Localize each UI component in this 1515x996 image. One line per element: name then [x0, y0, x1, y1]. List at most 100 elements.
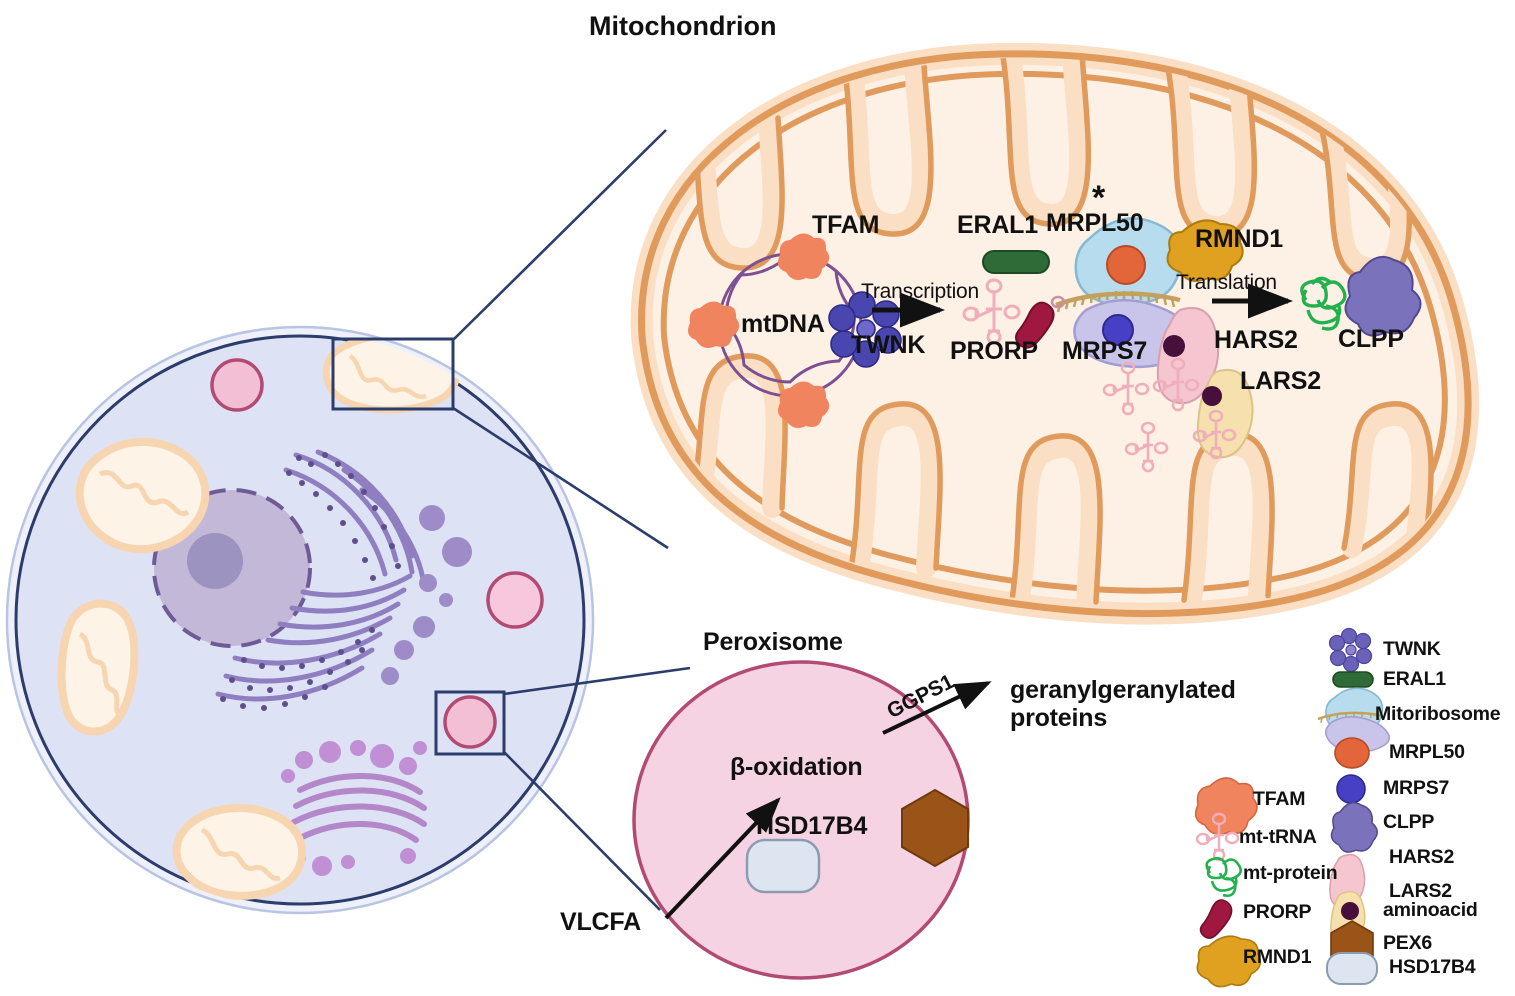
legend-icon-prorp	[1199, 899, 1233, 939]
tfam-blob	[688, 301, 740, 348]
eral1-shape	[982, 250, 1050, 274]
mito-cristae-fill	[690, 57, 1432, 608]
legend-icon-mt-protein	[1205, 857, 1243, 898]
ggps1-arrow	[882, 681, 992, 735]
legend-label-mt-trna: mt-tRNA	[1239, 826, 1317, 848]
peroxisome-shape	[443, 695, 497, 749]
mrna-loop	[1050, 295, 1066, 309]
peroxisome-shape	[486, 571, 544, 629]
legend-icon-mrpl50	[1334, 737, 1370, 769]
vlcfa-label: VLCFA	[560, 908, 641, 936]
cristae	[200, 827, 281, 882]
legend-icon-mt-trna	[1195, 812, 1240, 862]
aminoacid-dot	[1202, 386, 1222, 406]
legend-icon-twnk	[1328, 627, 1373, 673]
cristae	[98, 470, 190, 517]
rmnd1-label: RMND1	[1195, 225, 1283, 253]
legend-icon-hsd17b4	[1326, 952, 1378, 985]
tfam-blob	[778, 233, 830, 280]
mrpl50-label: MRPL50	[1046, 209, 1144, 237]
legend-label-hars2: HARS2	[1389, 846, 1455, 868]
free-mt-trna	[1102, 361, 1150, 416]
legend-label-mt-protein: mt-protein	[1243, 862, 1338, 884]
mt-protein-shape	[1300, 276, 1347, 331]
hsd17b4-label: HSD17B4	[756, 812, 868, 840]
rough-endoplasmic-reticulum	[215, 449, 427, 702]
pex6-shape	[901, 788, 969, 868]
peroxisome-callout-box[interactable]	[434, 690, 506, 756]
peroxisome-title: Peroxisome	[703, 628, 843, 656]
prorp-label: PRORP	[950, 337, 1038, 365]
tfam-label: TFAM	[812, 211, 880, 239]
mrpl50-shape	[1106, 245, 1146, 285]
mito-inner-membrane-line	[660, 70, 1448, 594]
mrps7-shape	[1102, 314, 1134, 346]
cell-mitochondria	[57, 332, 461, 900]
mito-outer-membrane-line	[638, 50, 1472, 618]
ribosome-dots	[220, 452, 401, 711]
cristae	[78, 631, 122, 717]
free-mt-trna-group	[1102, 361, 1169, 473]
mtdna-complex	[688, 233, 902, 428]
callout-line-perox-top	[503, 666, 691, 696]
legend-icon-clpp	[1330, 801, 1378, 853]
geranylgeranylated-proteins-label: geranylgeranylated proteins	[1010, 676, 1236, 732]
legend-icon-rmnd1	[1196, 935, 1262, 988]
mitochondrion-shape	[172, 804, 306, 900]
legend-label-mitoribosome: Mitoribosome	[1375, 703, 1501, 725]
cell-peroxisomes	[210, 358, 544, 749]
vlcfa-arrow	[664, 797, 781, 920]
callout-lines	[452, 129, 691, 911]
callout-line-mito-top	[452, 129, 667, 341]
clpp-shape	[1344, 256, 1422, 337]
mt-trna-prorp	[962, 278, 1021, 345]
transcription-label: Transcription	[861, 280, 979, 303]
legend-label-pex6: PEX6	[1383, 932, 1433, 954]
legend-icon-tfam	[1194, 777, 1258, 836]
legend-icon-mitoribosome	[1317, 687, 1391, 753]
cell-contents	[57, 332, 544, 900]
clpp-label: CLPP	[1338, 325, 1404, 353]
tfam-blob	[778, 381, 830, 428]
golgi-apparatus	[291, 773, 427, 843]
er-vesicles	[381, 505, 472, 685]
prorp-shape	[1015, 301, 1055, 349]
legend-label-hsd17b4: HSD17B4	[1389, 956, 1476, 978]
tfam-blobs	[688, 233, 830, 428]
legend-label-eral1: ERAL1	[1383, 668, 1446, 690]
peroxisome-enlarged	[632, 660, 992, 980]
legend-label-rmnd1: RMND1	[1243, 946, 1312, 968]
golgi-vesicles	[276, 740, 427, 876]
callout-line-mito-bottom	[452, 406, 669, 550]
callout-line-perox-bottom	[503, 751, 661, 911]
legend-icon-eral1	[1332, 671, 1374, 688]
legend-label-clpp: CLPP	[1383, 811, 1435, 833]
legend-label-lars2: LARS2	[1389, 880, 1452, 902]
legend-icon-aminoacid	[1341, 902, 1359, 920]
free-mt-trna	[1124, 421, 1169, 473]
hars2-label: HARS2	[1214, 326, 1298, 354]
legend-icon-mrps7	[1336, 774, 1366, 804]
rmnd1-shape	[1166, 219, 1244, 282]
mt-trna-lars2	[1192, 409, 1237, 460]
legend-icons	[1194, 627, 1391, 988]
twnk-label: TWNK	[851, 331, 926, 359]
mitochondrion-shape	[57, 599, 139, 736]
mitochondrion-title: Mitochondrion	[589, 11, 777, 41]
mrpl50-asterisk: *	[1092, 179, 1106, 217]
mtdna-label: mtDNA	[741, 310, 825, 338]
translation-label: Translation	[1176, 271, 1277, 294]
peroxisome-shape	[210, 358, 264, 412]
mitochondrion-callout-box[interactable]	[331, 337, 455, 411]
hsd17b4-shape	[745, 838, 821, 894]
nucleolus	[187, 533, 243, 589]
beta-oxidation-label: β-oxidation	[730, 753, 863, 781]
mitochondrion-enlarged	[630, 42, 1479, 625]
legend-label-prorp: PRORP	[1243, 901, 1312, 923]
legend-label-aminoacid: aminoacid	[1383, 899, 1478, 921]
cell-overview	[5, 325, 595, 915]
legend-label-tfam: TFAM	[1253, 788, 1306, 810]
mt-trna-hars2	[1152, 357, 1200, 412]
